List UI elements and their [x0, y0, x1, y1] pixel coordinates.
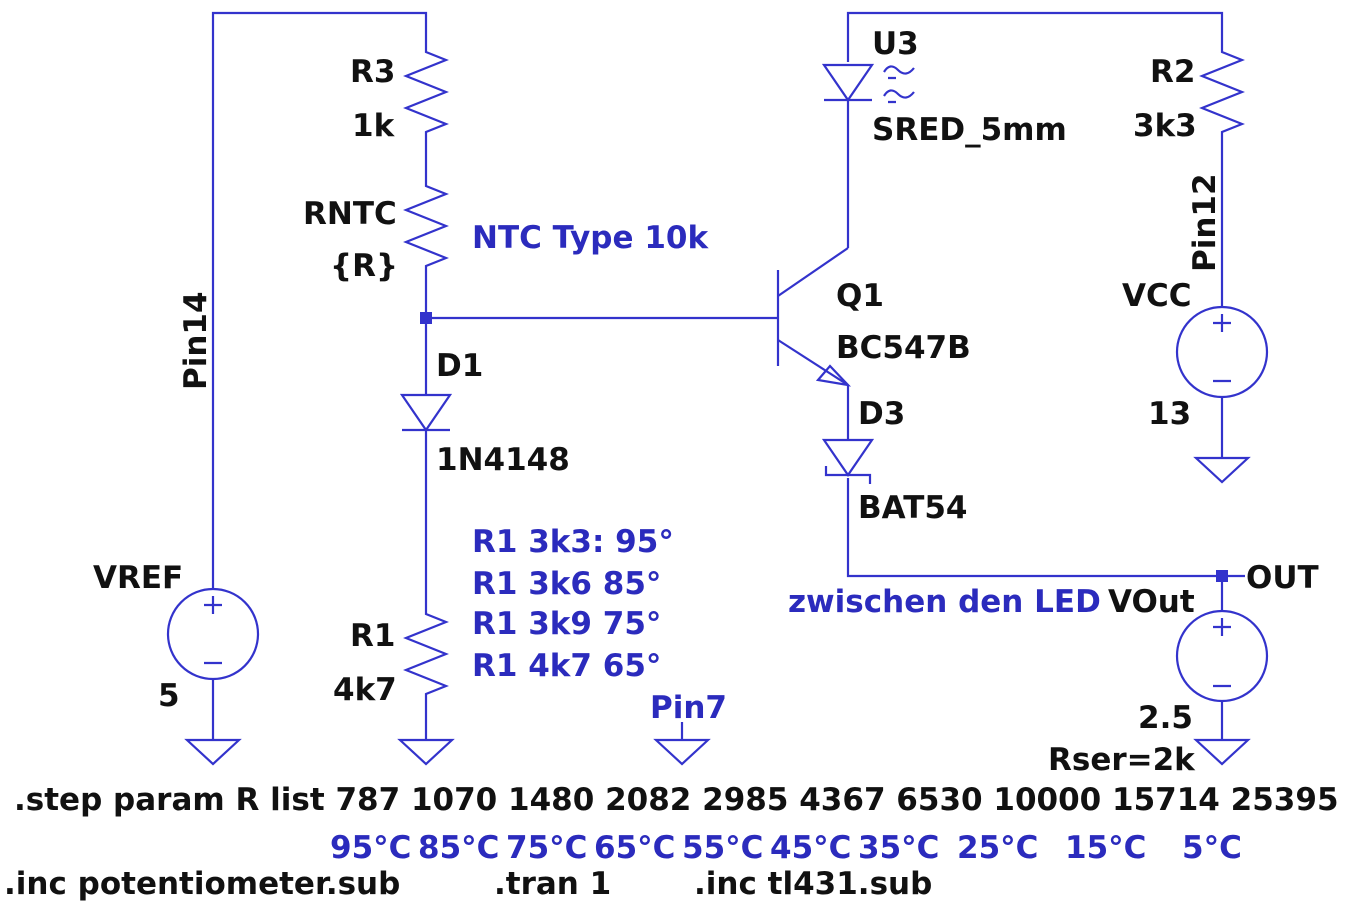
- label-vref-value: 5: [158, 678, 180, 714]
- label-d3-name: D3: [858, 396, 905, 432]
- note-temp-65: 65°C: [594, 830, 675, 866]
- net-label-pin12: Pin12: [1187, 173, 1223, 272]
- resistor-r1-symbol[interactable]: [403, 605, 449, 710]
- net-label-pin14: Pin14: [178, 291, 214, 390]
- ground-r1-icon: [397, 738, 455, 766]
- note-r1-row-1: R1 3k3: 95°: [472, 524, 674, 560]
- note-temp-55: 55°C: [682, 830, 763, 866]
- label-rntc-name: RNTC: [303, 196, 397, 232]
- label-q1-model: BC547B: [836, 330, 971, 366]
- diode-d3-symbol[interactable]: [821, 438, 875, 484]
- label-r1-name: R1: [350, 618, 395, 654]
- label-d1-name: D1: [436, 348, 483, 384]
- net-label-pin7: Pin7: [650, 690, 727, 726]
- label-vout-name: VOut: [1108, 584, 1195, 620]
- note-between-led: zwischen den LED: [788, 584, 1101, 620]
- resistor-rntc-symbol[interactable]: [403, 178, 449, 282]
- diode-d1-symbol[interactable]: [399, 393, 453, 432]
- label-r2-value: 3k3: [1133, 108, 1197, 144]
- note-temp-75: 75°C: [506, 830, 587, 866]
- note-ntc-type: NTC Type 10k: [472, 220, 709, 256]
- label-vout-rser: Rser=2k: [1048, 742, 1196, 778]
- label-u3-model: SRED_5mm: [872, 112, 1067, 148]
- label-r2-name: R2: [1150, 54, 1195, 90]
- note-r1-row-2: R1 3k6 85°: [472, 566, 661, 602]
- directive-step[interactable]: .step param R list 787 1070 1480 2082 29…: [14, 782, 1339, 818]
- label-u3-name: U3: [872, 26, 919, 62]
- note-temp-85: 85°C: [418, 830, 499, 866]
- note-temp-25: 25°C: [957, 830, 1038, 866]
- note-r1-row-3: R1 3k9 75°: [472, 606, 661, 642]
- label-d1-model: 1N4148: [436, 442, 570, 478]
- transistor-q1-symbol[interactable]: [776, 247, 852, 387]
- note-temp-5: 5°C: [1182, 830, 1242, 866]
- wire-top-right: [846, 11, 1224, 62]
- note-temp-95: 95°C: [330, 830, 411, 866]
- source-vcc-symbol[interactable]: [1175, 305, 1269, 399]
- ground-vout-icon: [1193, 738, 1251, 766]
- label-vcc-value: 13: [1148, 396, 1191, 432]
- light-emission-icon: [883, 65, 915, 104]
- wire-pin14-top: [211, 11, 428, 590]
- source-vref-symbol[interactable]: [166, 587, 260, 681]
- ground-vcc-icon: [1193, 456, 1251, 484]
- label-rntc-value: {R}: [330, 248, 398, 284]
- directive-inc-tl431[interactable]: .inc tl431.sub: [694, 866, 932, 902]
- label-r3-name: R3: [350, 54, 395, 90]
- junction-out: [1216, 570, 1228, 582]
- resistor-r3-symbol[interactable]: [403, 45, 449, 140]
- directive-inc-potentiometer[interactable]: .inc potentiometer.sub: [4, 866, 400, 902]
- label-vref-name: VREF: [93, 560, 183, 596]
- wire-d3-out: [846, 478, 1245, 578]
- note-temp-35: 35°C: [858, 830, 939, 866]
- ground-vref-icon: [184, 738, 242, 766]
- label-r3-value: 1k: [352, 108, 396, 144]
- ground-pin7-icon: [653, 722, 711, 766]
- note-temp-45: 45°C: [770, 830, 851, 866]
- label-vcc-name: VCC: [1122, 278, 1192, 314]
- label-q1-name: Q1: [836, 278, 884, 314]
- junction-base: [420, 312, 432, 324]
- directive-tran[interactable]: .tran 1: [494, 866, 611, 902]
- label-vout-value: 2.5: [1138, 700, 1193, 736]
- resistor-r2-symbol[interactable]: [1199, 45, 1245, 140]
- note-r1-row-4: R1 4k7 65°: [472, 648, 661, 684]
- note-temp-15: 15°C: [1065, 830, 1146, 866]
- net-label-out: OUT: [1246, 560, 1319, 596]
- label-d3-model: BAT54: [858, 490, 968, 526]
- led-u3-symbol[interactable]: [821, 63, 915, 104]
- label-r1-value: 4k7: [333, 672, 397, 708]
- source-vout-symbol[interactable]: [1175, 609, 1269, 703]
